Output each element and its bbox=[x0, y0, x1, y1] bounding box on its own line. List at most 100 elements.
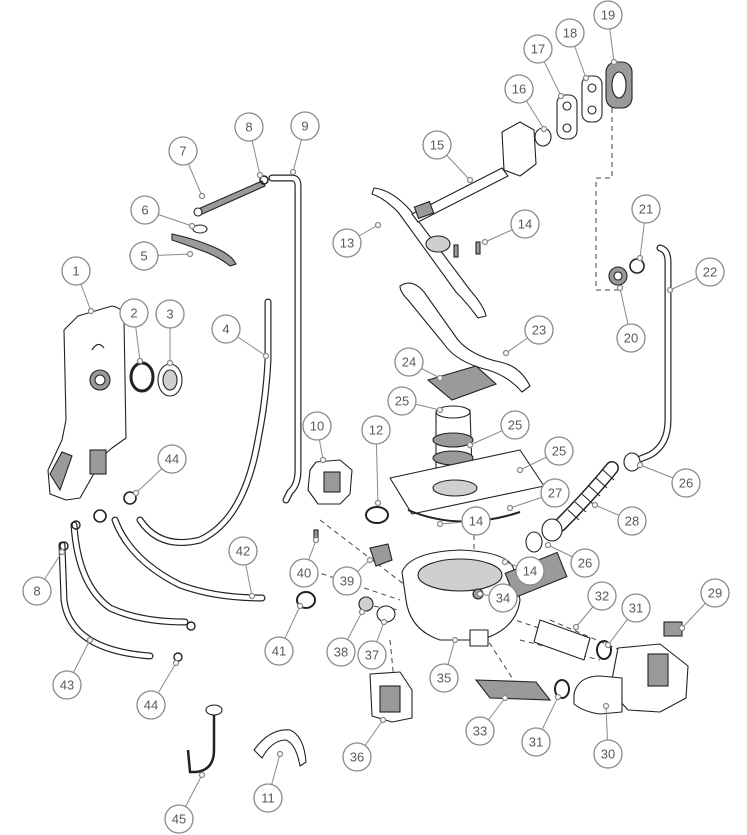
hose-28-ribs bbox=[567, 469, 615, 521]
callout-number: 35 bbox=[437, 671, 451, 686]
leader-dot bbox=[572, 623, 580, 631]
leader-dot bbox=[87, 307, 95, 315]
filter-screen bbox=[426, 365, 498, 401]
callout-number: 33 bbox=[473, 724, 487, 739]
pump-elbow bbox=[573, 675, 623, 715]
spray-arm-lower bbox=[399, 282, 531, 393]
callout-number: 13 bbox=[340, 236, 354, 251]
callout-27: 27 bbox=[506, 478, 570, 512]
callout-number: 44 bbox=[165, 452, 179, 467]
leader-dot bbox=[379, 716, 387, 724]
leader-dot bbox=[136, 357, 144, 365]
callout-number: 26 bbox=[679, 476, 693, 491]
callout-number: 14 bbox=[518, 217, 532, 232]
callout-18: 18 bbox=[555, 18, 590, 82]
callout-number: 8 bbox=[33, 584, 40, 599]
part-39 bbox=[369, 543, 393, 567]
callout-number: 31 bbox=[629, 601, 643, 616]
callout-6: 6 bbox=[130, 195, 196, 230]
callout-44: 44 bbox=[136, 659, 180, 720]
callout-14: 14 bbox=[481, 209, 540, 246]
o-ring bbox=[129, 361, 155, 393]
screw-14 bbox=[453, 244, 459, 258]
callout-14: 14 bbox=[436, 506, 491, 536]
screw-14 bbox=[475, 241, 481, 255]
callout-circle bbox=[387, 386, 417, 416]
gasket-12 bbox=[365, 506, 389, 524]
guide-line bbox=[595, 108, 618, 291]
callout-31: 31 bbox=[604, 593, 651, 649]
callout-8: 8 bbox=[234, 112, 264, 179]
leader-dot bbox=[451, 636, 459, 644]
callout-number: 43 bbox=[60, 678, 74, 693]
callout-circle bbox=[671, 468, 701, 498]
callout-13: 13 bbox=[332, 221, 382, 258]
leader-dot bbox=[502, 349, 510, 357]
parts bbox=[47, 61, 689, 774]
callout-number: 37 bbox=[365, 648, 379, 663]
callout-15: 15 bbox=[422, 130, 474, 184]
callout-33: 33 bbox=[465, 694, 509, 746]
callout-17: 17 bbox=[523, 34, 565, 100]
callout-circle bbox=[228, 536, 258, 566]
callout-circle bbox=[422, 130, 452, 160]
callout-36: 36 bbox=[342, 716, 387, 772]
callout-40: 40 bbox=[289, 536, 320, 588]
callout-number: 15 bbox=[430, 138, 444, 153]
callout-11: 11 bbox=[253, 750, 284, 813]
callout-circle bbox=[302, 411, 332, 441]
callout-circle bbox=[326, 637, 356, 667]
callout-circle bbox=[544, 436, 574, 466]
callout-number: 14 bbox=[469, 514, 483, 529]
callout-circle bbox=[129, 241, 159, 271]
insulation-pad bbox=[474, 679, 552, 701]
callout-30: 30 bbox=[593, 702, 623, 769]
leader-dot bbox=[132, 489, 140, 497]
spray-arm-small bbox=[171, 233, 237, 267]
callout-2: 2 bbox=[119, 298, 149, 365]
callout-3: 3 bbox=[155, 299, 185, 367]
conduit-head bbox=[501, 121, 537, 177]
callout-number: 3 bbox=[166, 307, 173, 322]
callout-number: 7 bbox=[179, 144, 186, 159]
leader-dot bbox=[554, 693, 562, 701]
callout-circle bbox=[332, 566, 362, 596]
callout-41: 41 bbox=[264, 602, 304, 666]
callout-circle bbox=[253, 783, 283, 813]
callout-number: 26 bbox=[578, 556, 592, 571]
callout-42: 42 bbox=[228, 536, 258, 600]
leader-dot bbox=[506, 504, 514, 512]
callout-number: 42 bbox=[236, 544, 250, 559]
clamp-31 bbox=[596, 640, 612, 660]
callout-number: 36 bbox=[350, 750, 364, 765]
callout-number: 28 bbox=[625, 514, 639, 529]
callout-37: 37 bbox=[357, 618, 388, 670]
leader-dot bbox=[436, 406, 444, 414]
leader-dot bbox=[166, 359, 174, 367]
callout-25: 25 bbox=[387, 386, 444, 416]
leader-dot bbox=[380, 618, 388, 626]
leader-dot bbox=[358, 608, 366, 616]
callout-9: 9 bbox=[289, 111, 320, 176]
callout-29: 29 bbox=[678, 578, 730, 632]
callout-number: 2 bbox=[130, 306, 137, 321]
callout-circle bbox=[524, 315, 554, 345]
callout-20: 20 bbox=[616, 284, 646, 353]
leader-dot bbox=[678, 624, 686, 632]
callout-circle bbox=[157, 444, 187, 474]
guide-line bbox=[319, 519, 406, 586]
clamp-44 bbox=[123, 491, 137, 505]
leader-dot bbox=[86, 636, 94, 644]
callout-number: 14 bbox=[523, 564, 537, 579]
coupling-26 bbox=[525, 531, 543, 553]
leader-dot bbox=[636, 461, 644, 469]
leader-dot bbox=[476, 590, 484, 598]
callout-number: 34 bbox=[496, 591, 510, 606]
leader-dot bbox=[188, 222, 196, 230]
plate-18 bbox=[581, 75, 603, 123]
callout-circle bbox=[361, 415, 391, 445]
callout-circle bbox=[616, 323, 646, 353]
callout-circle bbox=[429, 663, 459, 693]
callout-circle bbox=[394, 347, 424, 377]
